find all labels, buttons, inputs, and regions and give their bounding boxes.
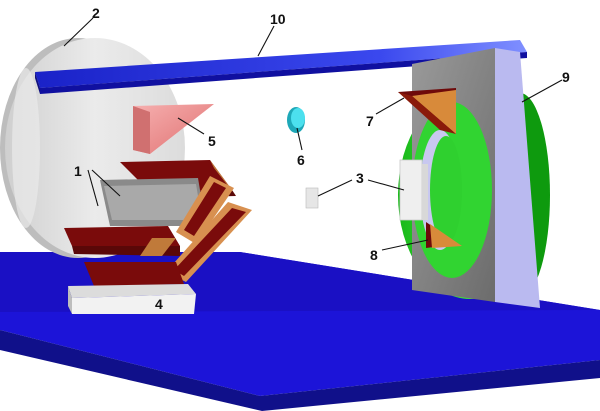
top-rail [35, 40, 527, 94]
leader-8 [381, 239, 429, 251]
label-3: 3 [356, 170, 364, 186]
leader-9 [521, 79, 563, 103]
label-5: 5 [208, 133, 216, 149]
label-10: 10 [270, 11, 286, 27]
plate-3 [305, 159, 428, 221]
leader-10 [257, 25, 275, 57]
magnet-assembly [64, 160, 252, 294]
label-4: 4 [155, 296, 163, 312]
wedge-5 [133, 104, 214, 154]
leader-lines [63, 17, 563, 251]
leader-6 [296, 127, 303, 151]
leader-3b [367, 179, 405, 191]
label-1: 1 [74, 163, 82, 179]
leader-2 [63, 17, 94, 47]
callout-labels: 1 2 3 4 5 6 7 8 9 10 [74, 5, 570, 312]
block-4 [68, 284, 196, 314]
label-9: 9 [562, 69, 570, 85]
leader-3a [317, 179, 353, 197]
leader-1b [87, 169, 99, 207]
label-6: 6 [297, 152, 305, 168]
label-7: 7 [366, 113, 374, 129]
lens-6 [287, 107, 305, 133]
label-8: 8 [370, 247, 378, 263]
leader-7 [375, 97, 405, 115]
leader-5 [177, 117, 205, 135]
wedge-7 [398, 88, 456, 134]
wedge-8 [426, 222, 462, 248]
leader-1a [91, 169, 121, 197]
label-2: 2 [92, 5, 100, 21]
